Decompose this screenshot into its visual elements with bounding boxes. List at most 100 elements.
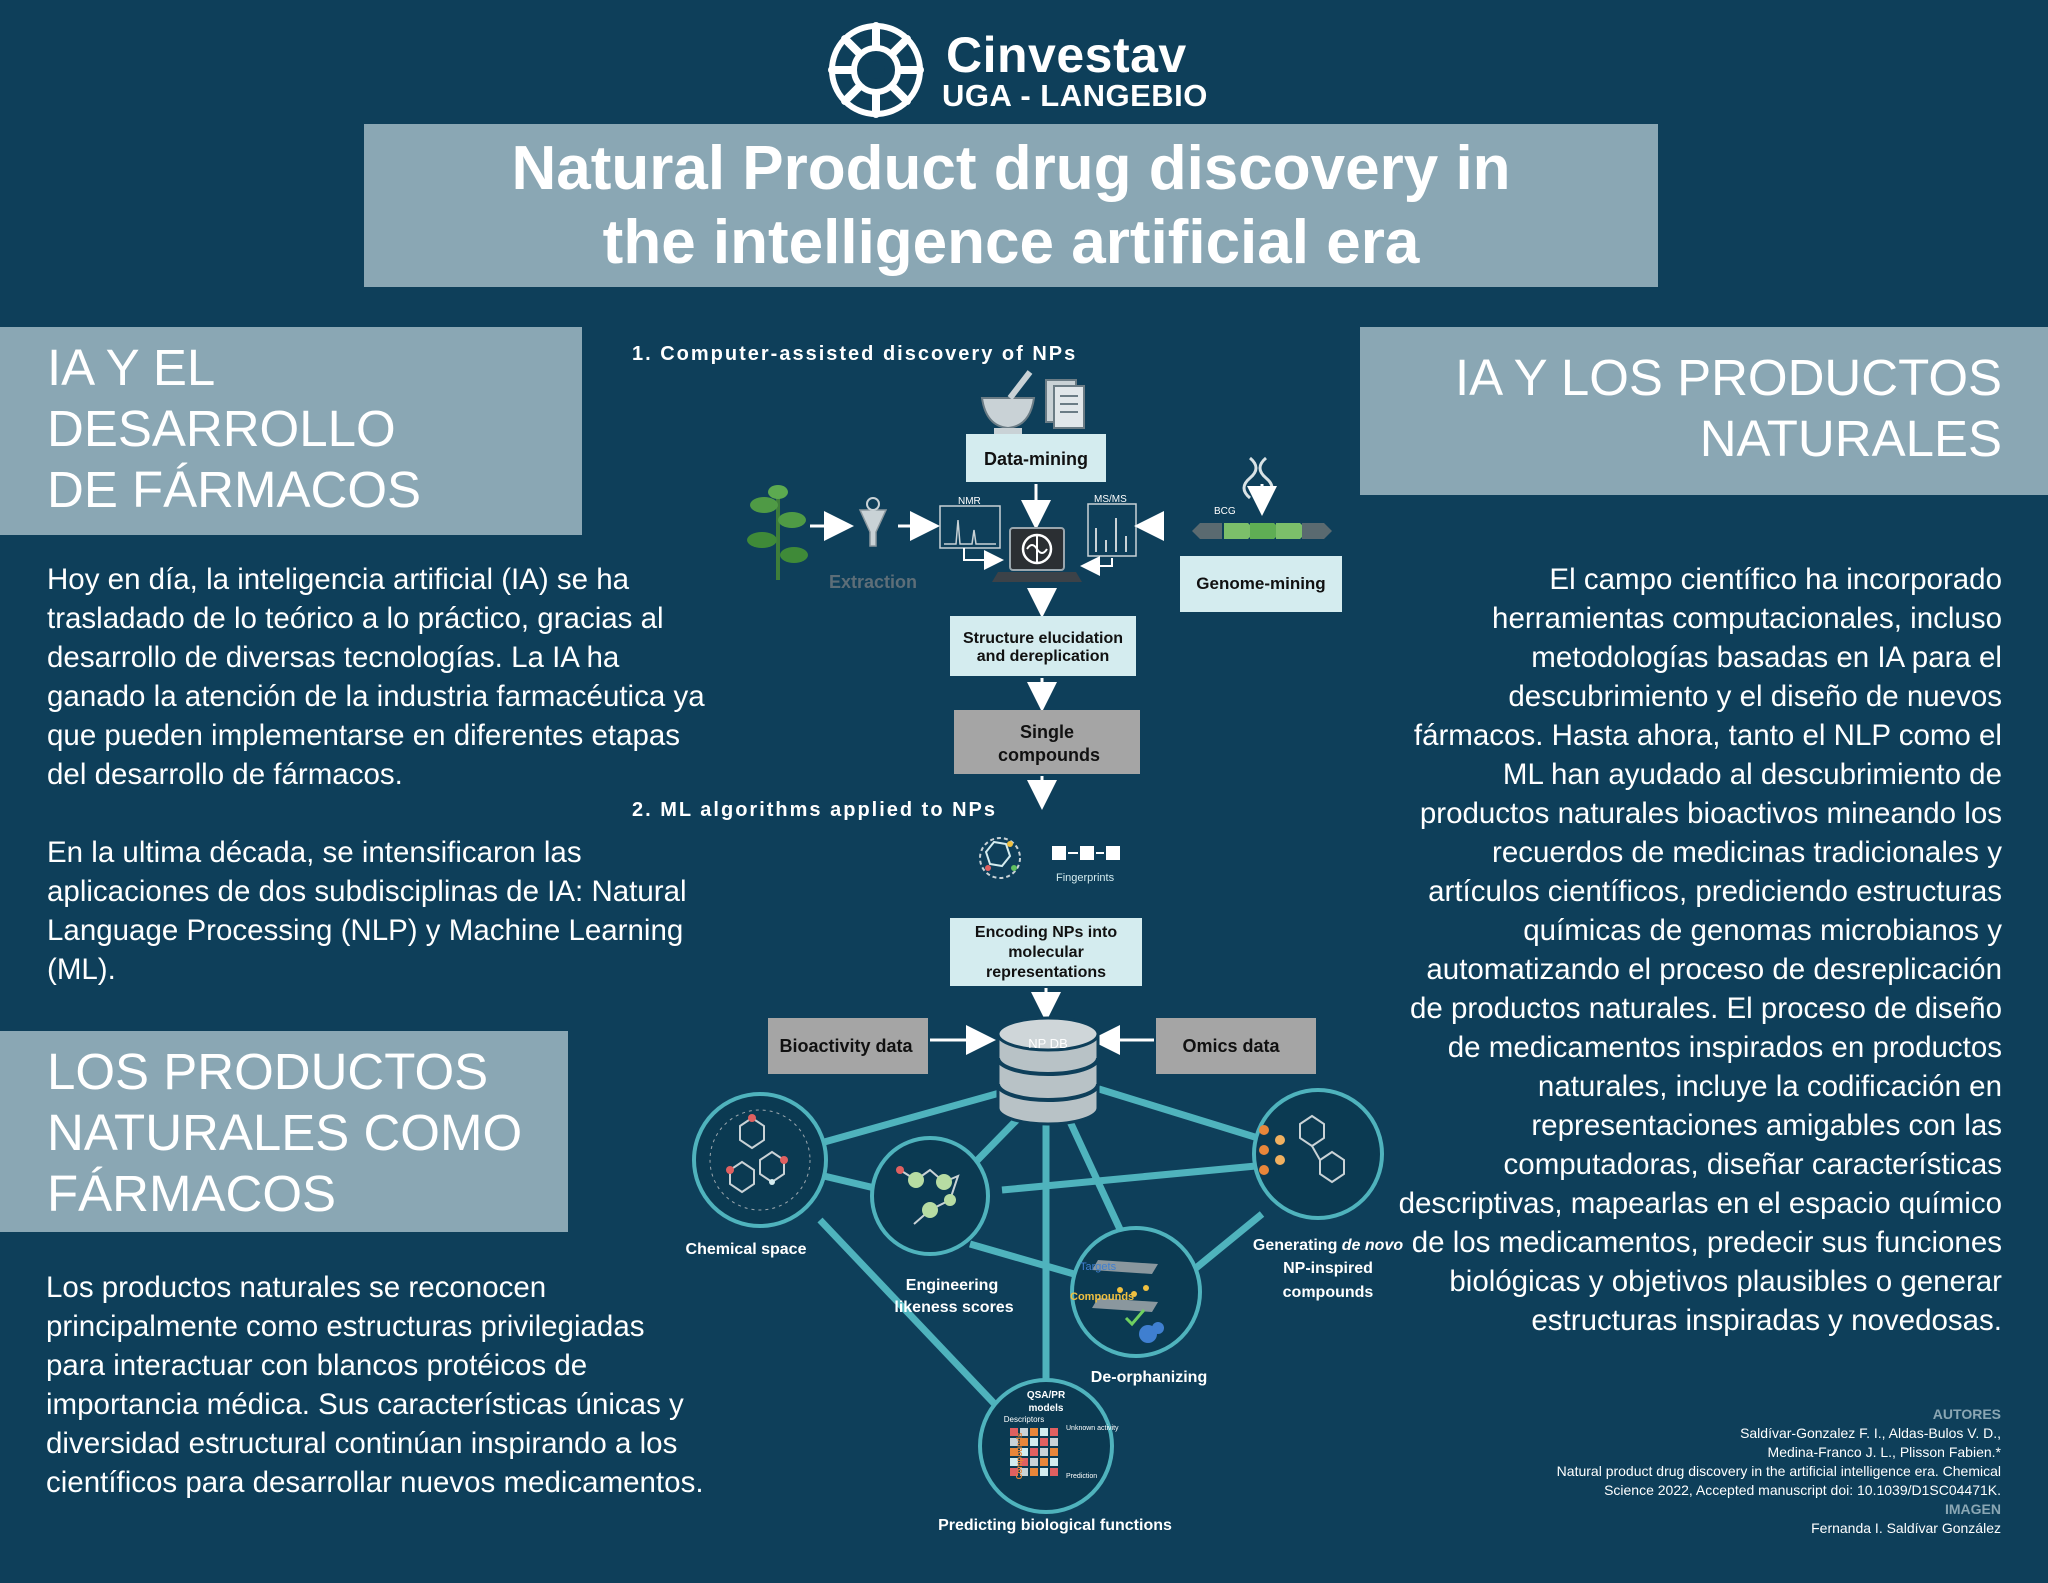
targets-label: Targets: [1080, 1261, 1117, 1273]
authors-line-1: Saldívar-Gonzalez F. I., Aldas-Bulos V. …: [1740, 1425, 2001, 1441]
qsar-models-node: [978, 1378, 1114, 1514]
omics-data-box: [1156, 1018, 1316, 1074]
reference-line-2: Science 2022, Accepted manuscript doi: 1…: [1604, 1482, 2001, 1498]
generating-line-2: NP-inspired: [1283, 1260, 1373, 1277]
qsar-cell: [1040, 1458, 1048, 1466]
structure-elucidation-line-1: Structure elucidation: [963, 630, 1123, 647]
section-2-heading: 2. ML algorithms applied to NPs: [632, 799, 997, 821]
qsar-cell: [1030, 1448, 1038, 1456]
qsar-cell: [1030, 1458, 1038, 1466]
qsar-cell: [1010, 1428, 1018, 1436]
paragraph-ia-productos: El campo científico ha incorporado herra…: [1398, 563, 2002, 1337]
encoding-line-3: representations: [986, 964, 1106, 981]
genome-mining-label: Genome-mining: [1196, 574, 1325, 593]
qsar-line-2: models: [1028, 1403, 1063, 1414]
qsar-cell: [1020, 1458, 1028, 1466]
dna-icon: [1242, 456, 1274, 500]
bioactivity-data-box: [768, 1018, 928, 1074]
heading-ia-desarrollo: IA Y EL DESARROLLO DE FÁRMACOS: [0, 327, 582, 535]
molecule-encoding-icon: [979, 837, 1021, 879]
gene-cluster-icon: [1192, 523, 1332, 539]
engineering-line-2: likeness scores: [894, 1299, 1013, 1316]
descriptors-label: Descriptors: [1004, 1415, 1044, 1424]
paragraph-nlp-ml: En la ultima década, se intensificaron l…: [47, 836, 687, 986]
deorphanizing-label: De-orphanizing: [1091, 1369, 1207, 1386]
msms-spectrum-icon: [1087, 503, 1137, 557]
omics-data-label: Omics data: [1182, 1036, 1280, 1056]
qsar-cell: [1050, 1458, 1058, 1466]
encoding-line-1: Encoding NPs into: [975, 924, 1117, 941]
predicting-functions-label: Predicting biological functions: [938, 1517, 1172, 1534]
qsar-cell: [1040, 1448, 1048, 1456]
generating-line-3: compounds: [1283, 1284, 1374, 1301]
single-compounds-box: [954, 710, 1140, 774]
image-heading: IMAGEN: [1945, 1501, 2001, 1517]
qsar-cell: [1020, 1428, 1028, 1436]
np-database-label: NP DB: [1028, 1036, 1068, 1051]
title-banner: Natural Product drug discovery in the in…: [364, 124, 1658, 287]
generating-italic: de novo: [1342, 1237, 1404, 1254]
compounds-axis-label: Compounds: [1015, 1432, 1024, 1479]
qsar-cell: [1010, 1448, 1018, 1456]
qsar-cell: [1010, 1468, 1018, 1476]
bcg-label: BCG: [1214, 506, 1236, 517]
chemical-space-label: Chemical space: [686, 1241, 807, 1258]
compounds-small-label: Compounds: [1070, 1291, 1134, 1303]
bioactivity-data-label: Bioactivity data: [779, 1036, 913, 1056]
extraction-label: Extraction: [829, 572, 917, 592]
structure-elucidation-box: [950, 616, 1136, 676]
qsar-line-1: QSA/PR: [1027, 1390, 1066, 1401]
heading-productos-farmacos: LOS PRODUCTOS NATURALES COMO FÁRMACOS: [0, 1031, 568, 1232]
engineering-likeness-node: [870, 1136, 990, 1256]
genome-mining-box: [1180, 556, 1342, 612]
generating-prefix: Generating: [1253, 1237, 1342, 1254]
prediction-label: Prediction: [1066, 1473, 1097, 1480]
qsar-cell: [1050, 1438, 1058, 1446]
logo-subtitle: UGA - LANGEBIO: [942, 78, 1208, 113]
qsar-cell: [1050, 1468, 1058, 1476]
poster-title: Natural Product drug discovery in the in…: [511, 133, 1511, 277]
cinvestav-logo-icon: [828, 22, 924, 118]
engineering-line-1: Engineering: [906, 1277, 998, 1294]
extraction-funnel-icon: [858, 497, 888, 547]
image-credit: Fernanda I. Saldívar González: [1811, 1520, 2001, 1536]
logo-name: Cinvestav: [946, 27, 1187, 83]
generating-denovo-node: [1252, 1088, 1384, 1220]
plant-icon: [747, 485, 808, 580]
paragraph-ia-intro: Hoy en día, la inteligencia artificial (…: [47, 563, 705, 791]
encoding-line-2: molecular: [1008, 944, 1084, 961]
qsar-cell: [1030, 1468, 1038, 1476]
chemical-space-node: [692, 1092, 828, 1228]
nmr-spectrum-icon: [939, 505, 1001, 549]
laptop-brain-icon: [992, 527, 1082, 582]
qsar-cell: [1040, 1438, 1048, 1446]
nmr-label: NMR: [958, 496, 981, 507]
section-1-heading: 1. Computer-assisted discovery of NPs: [632, 343, 1077, 365]
qsar-cell: [1020, 1438, 1028, 1446]
unknown-activity-label: Unknown activity: [1066, 1425, 1119, 1432]
qsar-cell: [1020, 1468, 1028, 1476]
qsar-cell: [1040, 1468, 1048, 1476]
documents-icon: [1045, 379, 1085, 429]
qsar-cell: [1030, 1428, 1038, 1436]
qsar-cell: [1030, 1438, 1038, 1446]
mortar-pestle-icon: [980, 370, 1036, 434]
qsar-cell: [1010, 1438, 1018, 1446]
paragraph-productos-naturales: Los productos naturales se reconocen pri…: [46, 1271, 704, 1499]
qsar-cell: [1050, 1448, 1058, 1456]
data-mining-label: Data-mining: [984, 449, 1088, 469]
deorphanizing-node: [1070, 1226, 1202, 1358]
network-connections: [759, 1076, 1265, 1419]
structure-elucidation-line-2: and dereplication: [977, 648, 1109, 665]
authors-line-2: Medina-Franco J. L., Plisson Fabien.*: [1767, 1444, 2001, 1460]
authors-heading: AUTORES: [1932, 1406, 2001, 1422]
generating-line-1: Generating de novo: [1253, 1237, 1403, 1254]
qsar-cell: [1010, 1458, 1018, 1466]
single-compounds-line-2: compounds: [998, 745, 1100, 765]
qsar-cell: [1020, 1448, 1028, 1456]
fingerprints-label: Fingerprints: [1056, 872, 1115, 884]
heading-ia-productos: IA Y LOS PRODUCTOS NATURALES: [1360, 327, 2048, 495]
msms-label: MS/MS: [1094, 494, 1127, 505]
reference-line-1: Natural product drug discovery in the ar…: [1556, 1463, 2001, 1479]
